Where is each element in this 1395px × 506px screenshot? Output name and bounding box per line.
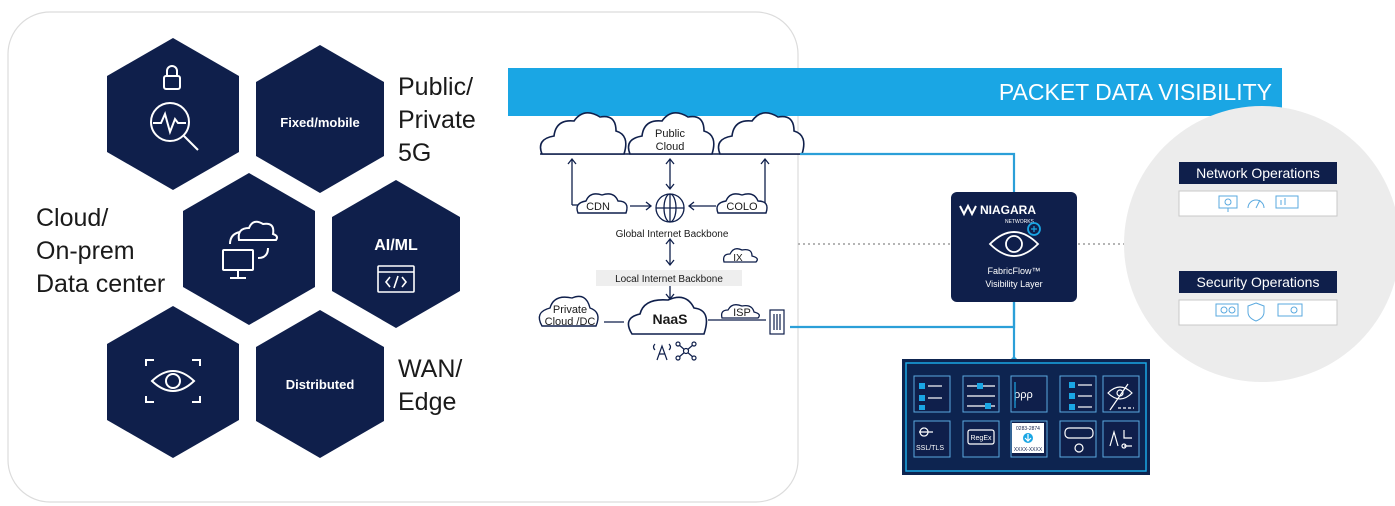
label-public: Public/ (398, 73, 473, 101)
hex-distributed: Distributed (256, 310, 384, 458)
regex-label: RegEx (970, 435, 992, 442)
colo-label: COLO (726, 201, 758, 213)
packet-slicing-icon: ρρρ (1014, 382, 1033, 408)
private-cloud-label-2: Cloud /DC (545, 316, 596, 328)
security-operations-label: Security Operations (1197, 274, 1320, 290)
visibility-banner (508, 68, 1282, 116)
label-cloud: Cloud/ (36, 204, 108, 232)
tap-lines (790, 152, 1016, 360)
data-masking-icon (1012, 423, 1044, 453)
local-backbone-label: Local Internet Backbone (615, 274, 723, 285)
building-icon (769, 309, 785, 335)
operations-circle (1124, 106, 1395, 382)
hex-fixed-mobile-label: Fixed/mobile (280, 115, 359, 130)
local-backbone-box (596, 270, 742, 286)
public-cloud-label-2: Cloud (656, 141, 685, 153)
list-filter-icon (919, 383, 942, 410)
tool-tile (1059, 375, 1097, 413)
hex-ai-ml: AI/ML (332, 180, 460, 328)
list-icon (1069, 382, 1092, 410)
security-ops-icons (1215, 302, 1303, 322)
masking-top-label: 0283-2874 (1016, 426, 1040, 432)
public-cloud-label-1: Public (655, 128, 685, 140)
hex-eye-scan (107, 306, 239, 458)
tool-tile (1102, 420, 1140, 458)
label-5g: 5G (398, 139, 431, 167)
ix-cloud-icon (722, 248, 758, 263)
niagara-logo-text: NIAGARA (980, 203, 1036, 217)
hex-ai-ml-label: AI/ML (374, 237, 418, 254)
code-window-icon (377, 265, 415, 293)
naas-cloud-icon (627, 296, 708, 335)
regex-icon (967, 429, 995, 445)
hex-fixed-mobile: Fixed/mobile (256, 45, 384, 193)
label-datacenter: Data center (36, 270, 165, 298)
tunnel-icon (1064, 427, 1094, 453)
private-cloud-label-1: Private (553, 304, 587, 316)
network-ops-icons (1218, 195, 1299, 212)
banner-title: PACKET DATA VISIBILITY (999, 79, 1272, 105)
lock-icon (163, 65, 181, 90)
niagara-logo-icon (959, 203, 977, 217)
visibility-layer-label: Visibility Layer (985, 279, 1042, 289)
ssl-tls-icon (919, 427, 933, 437)
ssl-tls-label: SSL/TLS (916, 445, 944, 452)
cdn-label: CDN (586, 201, 610, 213)
niagara-logo-sub: NETWORKS (1005, 219, 1035, 225)
global-backbone-label: Global Internet Backbone (616, 229, 729, 240)
analytics-search-icon (150, 102, 199, 151)
network-operations-panel: Network Operations (1178, 162, 1338, 217)
eye-icon (988, 222, 1041, 257)
cell-tower-icon (652, 343, 672, 361)
security-operations-panel: Security Operations (1178, 271, 1338, 326)
globe-icon (655, 193, 685, 223)
naas-label: NaaS (652, 311, 687, 327)
network-nodes-icon (675, 341, 697, 361)
isp-label: ISP (733, 307, 751, 319)
hex-cloud-onprem (183, 173, 315, 325)
cloud-sync-icon (222, 220, 278, 279)
tool-icons: ρρρ (919, 382, 1134, 453)
eye-mask-icon (1107, 383, 1134, 411)
svg-text:ρρρ: ρρρ (1014, 389, 1033, 401)
niagara-fabricflow-box: NIAGARA NETWORKS FabricFlow™ Visibility … (951, 192, 1077, 302)
cdn-cloud-icon (576, 193, 628, 214)
hex-distributed-label: Distributed (286, 377, 355, 392)
private-cloud-icon (538, 295, 599, 327)
masking-bottom-label: XXXX-XXXX (1014, 447, 1043, 453)
hex-monitoring (107, 38, 239, 190)
fabricflow-label: FabricFlow™ (987, 266, 1040, 276)
label-edge: Edge (398, 388, 456, 416)
label-wan: WAN/ (398, 355, 462, 383)
network-diagram: Public Cloud CDN COLO Global Internet Ba… (538, 112, 805, 361)
tool-tile (1010, 375, 1048, 413)
isp-cloud-icon (720, 304, 760, 319)
tool-tile (913, 420, 951, 458)
label-private: Private (398, 106, 476, 134)
tool-tile (962, 420, 1000, 458)
network-operations-label: Network Operations (1196, 165, 1320, 181)
tool-tile (1059, 420, 1097, 458)
colo-cloud-icon (716, 193, 768, 214)
label-onprem: On-prem (36, 237, 135, 265)
eye-scan-icon (145, 359, 201, 403)
antenna-flow-icon (1109, 429, 1132, 449)
ix-label: IX (733, 253, 743, 264)
dedup-icon (967, 383, 995, 409)
